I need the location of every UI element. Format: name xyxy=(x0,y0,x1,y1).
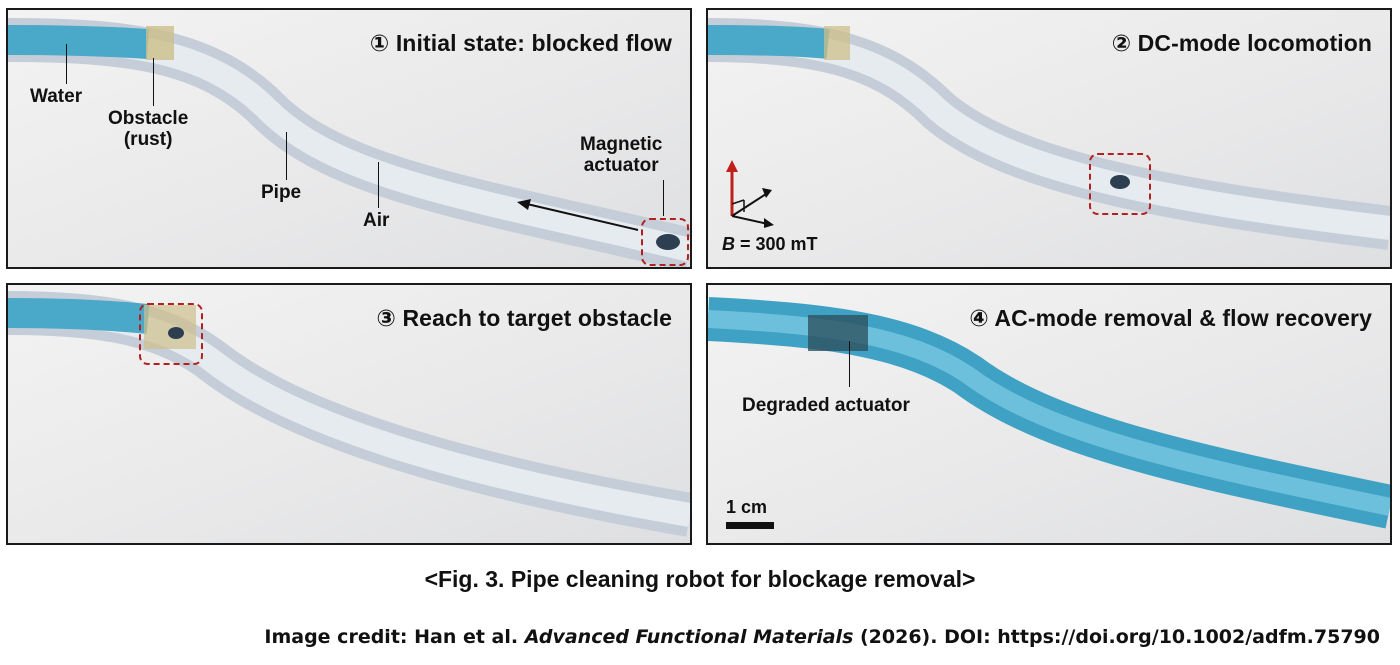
pipe-image-3 xyxy=(8,291,690,537)
credit-journal: Advanced Functional Materials xyxy=(524,626,854,648)
obstacle-label: Obstacle (rust) xyxy=(108,108,189,150)
credit-prefix: Image credit: Han et al. xyxy=(264,626,525,648)
obstacle-leader xyxy=(153,58,154,106)
panel-title: ④ AC-mode removal & flow recovery xyxy=(969,305,1372,331)
panel-2: ② DC-mode locomotion B = 300 mT xyxy=(706,8,1392,269)
degraded-label: Degraded actuator xyxy=(742,395,910,416)
pipe-image-4 xyxy=(708,297,1390,529)
field-strength-label: B = 300 mT xyxy=(722,234,818,255)
panel-4: ④ AC-mode removal & flow recovery Degrad… xyxy=(706,283,1392,545)
air-label: Air xyxy=(363,210,390,231)
motion-arrow xyxy=(517,199,639,231)
degraded-leader xyxy=(849,341,850,387)
panel-title: ① Initial state: blocked flow xyxy=(369,30,672,56)
scale-bar xyxy=(726,522,774,529)
pipe-image-1 xyxy=(8,18,690,267)
actuator-leader xyxy=(663,180,664,216)
field-value: = 300 mT xyxy=(735,234,818,254)
image-credit: Image credit: Han et al. Advanced Functi… xyxy=(264,626,1380,648)
pipe-label: Pipe xyxy=(261,182,302,203)
axes-icon xyxy=(726,160,774,228)
credit-suffix: (2026). DOI: https://doi.org/10.1002/adf… xyxy=(853,626,1380,648)
actuator-label: Magnetic actuator xyxy=(580,134,663,176)
panel-1: ① Initial state: blocked flow Water Obst… xyxy=(6,8,692,269)
water-leader xyxy=(66,44,67,84)
air-leader xyxy=(378,162,379,208)
actuator-highlight xyxy=(1089,153,1151,215)
actuator-highlight xyxy=(139,303,203,365)
panel-3: ③ Reach to target obstacle xyxy=(6,283,692,545)
panel-title: ③ Reach to target obstacle xyxy=(376,305,672,331)
field-symbol: B xyxy=(722,234,735,254)
pipe-image-2 xyxy=(708,18,1390,250)
actuator-highlight xyxy=(641,218,689,266)
panel-title: ② DC-mode locomotion xyxy=(1111,30,1372,56)
scale-bar-label: 1 cm xyxy=(726,497,768,517)
water-label: Water xyxy=(30,86,83,107)
pipe-leader xyxy=(286,132,287,180)
figure-caption: <Fig. 3. Pipe cleaning robot for blockag… xyxy=(424,566,976,592)
